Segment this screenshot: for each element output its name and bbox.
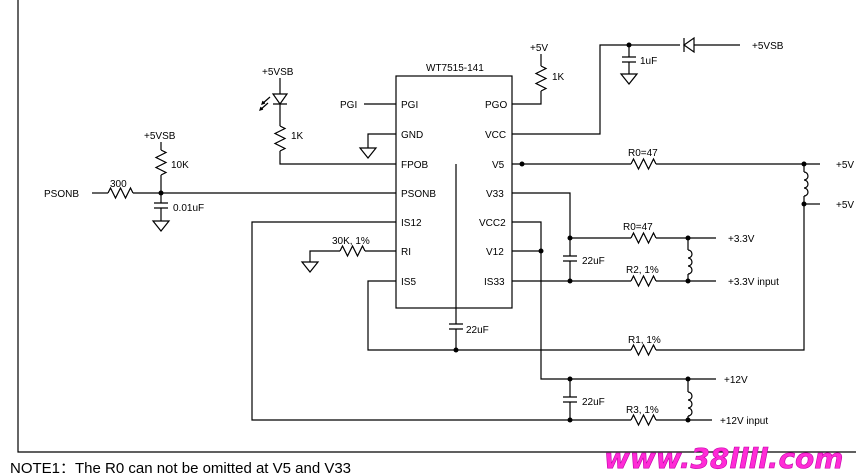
resistor-300	[107, 186, 134, 200]
capacitor-001uf	[154, 202, 168, 209]
diode-icon	[682, 36, 695, 54]
pin-vcc2: VCC2	[479, 218, 506, 229]
label-pgi: PGI	[340, 100, 357, 111]
label-r-pgo: 1K	[552, 72, 565, 83]
rail-plus5v-pgo: +5V	[530, 43, 548, 54]
pin-pgo: PGO	[485, 100, 507, 111]
resistor-1k-pgo	[534, 65, 548, 92]
led-light-arrows-icon	[259, 96, 271, 111]
ground-icon-vcc	[619, 73, 639, 85]
wire-pgo	[512, 91, 542, 105]
pin-ri: RI	[401, 247, 411, 258]
capacitor-22uf-12v	[563, 396, 577, 403]
inductor-12v	[687, 391, 693, 417]
label-r1: R1, 1%	[628, 335, 661, 346]
rail-out-5v-a: +5V	[836, 160, 854, 171]
ground-icon-psonb	[151, 220, 171, 232]
capacitor-22uf-vcc2	[449, 323, 463, 330]
capacitor-22uf-v33	[563, 255, 577, 262]
pin-pgi: PGI	[401, 100, 418, 111]
label-r-series: 300	[110, 179, 127, 190]
ground-icon	[358, 147, 378, 159]
resistor-30k	[339, 244, 366, 258]
note-text: NOTE1：The R0 can not be omitted at V5 an…	[10, 460, 351, 473]
resistor-1k-led	[273, 125, 287, 152]
junction-is12	[567, 417, 573, 423]
pin-is33: IS33	[484, 277, 505, 288]
rail-out-5v-b: +5V	[836, 200, 854, 211]
wire-gnd	[367, 133, 396, 148]
resistor-r0-v33	[630, 231, 657, 245]
resistor-r2	[630, 274, 657, 288]
label-r-pull: 10K	[171, 160, 189, 171]
capacitor-1uf	[622, 56, 636, 63]
label-c-psonb: 0.01uF	[173, 203, 204, 214]
wire-v33	[512, 192, 631, 239]
wire-v5-sense	[656, 196, 805, 351]
ground-icon-ri	[300, 261, 320, 273]
resistor-r3	[630, 413, 657, 427]
label-c-12v: 22uF	[582, 397, 605, 408]
frame-border	[17, 0, 856, 453]
resistor-10k	[154, 149, 168, 176]
wire-is12	[251, 221, 631, 421]
led-diode-icon	[271, 93, 289, 106]
chip-body	[395, 75, 513, 309]
watermark: www.38llll.com	[604, 442, 843, 473]
label-r-ri: 30K, 1%	[332, 236, 370, 247]
wire-fpob	[279, 151, 396, 165]
rail-vsb-led: +5VSB	[262, 67, 294, 78]
label-c-v33: 22uF	[582, 256, 605, 267]
resistor-r0-v5	[630, 157, 657, 171]
wire-is5	[367, 280, 631, 351]
pin-vcc: VCC	[485, 130, 506, 141]
rail-out-12v: +12V	[724, 375, 748, 386]
pin-v12: V12	[486, 247, 504, 258]
pin-is12: IS12	[401, 218, 422, 229]
pin-v5: V5	[492, 160, 505, 171]
label-r0-v5: R0=47	[628, 148, 658, 159]
wire-vcc2	[512, 221, 716, 380]
label-psonb: PSONB	[44, 189, 79, 200]
label-c-vcc: 1uF	[640, 56, 657, 67]
label-c-vcc2: 22uF	[466, 325, 489, 336]
junction-vcc2-cap	[453, 347, 459, 353]
wire-vcc	[512, 44, 680, 135]
rail-out-12v-input: +12V input	[720, 416, 768, 427]
pin-is5: IS5	[401, 277, 416, 288]
junction-is33	[567, 278, 573, 284]
rail-out-33v-input: +3.3V input	[728, 277, 779, 288]
resistor-r1	[630, 343, 657, 357]
rail-vsb-psonb: +5VSB	[144, 131, 176, 142]
junction-v5-chip	[519, 161, 525, 167]
rail-out-33v: +3.3V	[728, 234, 755, 245]
rail-vsb-out: +5VSB	[752, 41, 784, 52]
pin-fpob: FPOB	[401, 160, 429, 171]
label-r-led: 1K	[291, 131, 304, 142]
pin-psonb: PSONB	[401, 189, 436, 200]
inductor-5v	[803, 171, 809, 197]
wire-ri-gnd	[309, 250, 340, 262]
label-r2: R2, 1%	[626, 265, 659, 276]
inductor-33v	[687, 249, 693, 275]
label-r3: R3, 1%	[626, 405, 659, 416]
label-r0-v33: R0=47	[623, 222, 653, 233]
pin-v33: V33	[486, 189, 504, 200]
chip-name: WT7515-141	[426, 63, 484, 74]
pin-gnd: GND	[401, 130, 423, 141]
